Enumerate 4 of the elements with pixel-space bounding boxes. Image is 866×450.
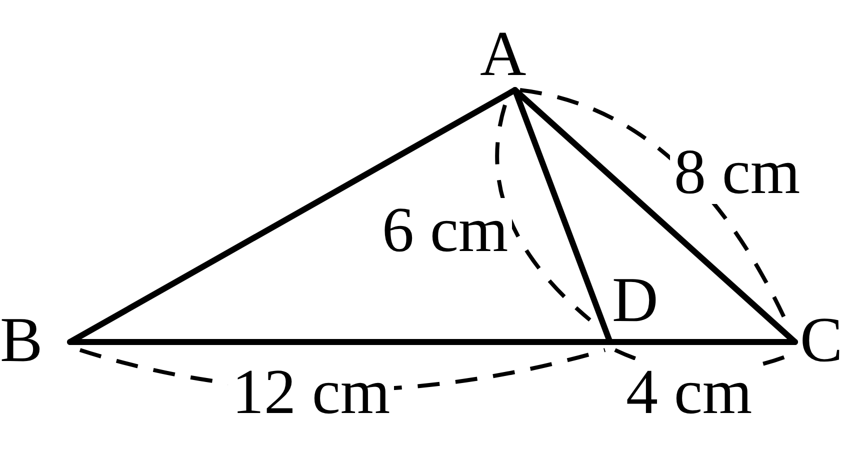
vertex-label: D (612, 268, 658, 332)
vertex-label: A (480, 22, 526, 86)
vertex-label: C (800, 308, 843, 372)
vertex-label: B (0, 308, 43, 372)
